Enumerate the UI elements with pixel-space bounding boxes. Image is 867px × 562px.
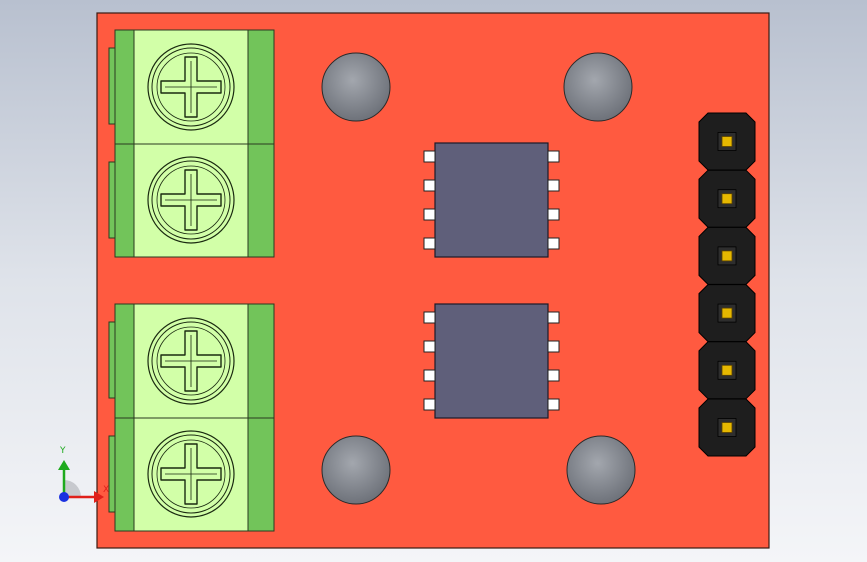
ic-pin bbox=[547, 179, 560, 192]
ic-body bbox=[434, 142, 549, 258]
triad-quarter-arc-icon bbox=[64, 480, 81, 497]
soic-ic[interactable] bbox=[423, 303, 560, 419]
triad-x-label: X bbox=[103, 485, 109, 495]
header-pin[interactable] bbox=[698, 112, 756, 171]
header-pin[interactable] bbox=[698, 169, 756, 228]
ic-pin bbox=[423, 179, 436, 192]
ic-pin bbox=[547, 398, 560, 411]
header-pin[interactable] bbox=[698, 284, 756, 343]
ic-pin bbox=[423, 398, 436, 411]
ic-pin bbox=[547, 340, 560, 353]
ic-pin bbox=[423, 150, 436, 163]
pin-header[interactable] bbox=[698, 112, 756, 457]
ic-pin bbox=[423, 340, 436, 353]
header-pin[interactable] bbox=[698, 398, 756, 457]
ic-body bbox=[434, 303, 549, 419]
header-pin[interactable] bbox=[698, 341, 756, 400]
mounting-hole-icon[interactable] bbox=[566, 435, 636, 505]
ic-pin bbox=[423, 311, 436, 324]
coordinate-triad: Y X bbox=[58, 446, 109, 503]
mounting-hole-icon[interactable] bbox=[321, 435, 391, 505]
header-pin[interactable] bbox=[698, 226, 756, 285]
z-axis-dot-icon bbox=[59, 492, 69, 502]
cross-screw-icon[interactable] bbox=[147, 156, 235, 244]
ic-pin bbox=[423, 237, 436, 250]
x-arrow-icon bbox=[94, 491, 104, 503]
ic-pin bbox=[547, 237, 560, 250]
soic-ic[interactable] bbox=[423, 142, 560, 258]
y-arrow-icon bbox=[58, 460, 70, 470]
mounting-holes bbox=[321, 52, 636, 505]
ic-pin bbox=[547, 369, 560, 382]
cross-screw-icon[interactable] bbox=[147, 317, 235, 405]
cross-screw-icon[interactable] bbox=[147, 430, 235, 518]
ic-pin bbox=[547, 311, 560, 324]
mounting-hole-icon[interactable] bbox=[321, 52, 391, 122]
mounting-hole-icon[interactable] bbox=[563, 52, 633, 122]
ic-pin bbox=[547, 150, 560, 163]
ic-pin bbox=[547, 208, 560, 221]
ic-pin bbox=[423, 208, 436, 221]
triad-y-label: Y bbox=[59, 446, 66, 456]
cross-screw-icon[interactable] bbox=[147, 43, 235, 131]
ic-pin bbox=[423, 369, 436, 382]
